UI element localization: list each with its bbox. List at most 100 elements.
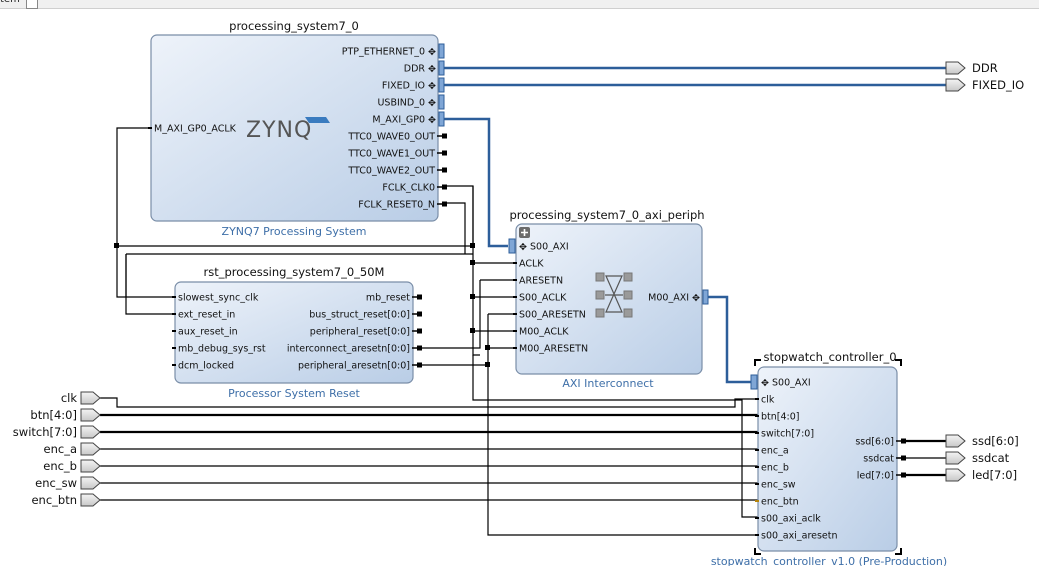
ps7-pin-m-axi-gp0[interactable]: ✥M_AXI_GP0 bbox=[372, 111, 445, 127]
reset-pin-peripheral-reset-0-0[interactable]: peripheral_reset[0:0] bbox=[310, 327, 422, 338]
pin-label: clk bbox=[761, 395, 775, 406]
stopwatch-pin-btn-4-0[interactable]: btn[4:0] bbox=[755, 412, 799, 423]
stopwatch-pin-s00-axi-aresetn[interactable]: s00_axi_aresetn bbox=[755, 531, 838, 542]
net-wires bbox=[100, 127, 758, 536]
stopwatch-pin-enc-b[interactable]: enc_b bbox=[755, 463, 789, 474]
bus-nets bbox=[432, 66, 946, 384]
input-port-enc-btn[interactable]: enc_btn bbox=[31, 493, 101, 507]
plus-icon[interactable]: ✥ bbox=[692, 293, 700, 304]
interconnect-body[interactable] bbox=[515, 223, 703, 375]
stopwatch-controller-block[interactable]: stopwatch_controller_0 stopwatch_control… bbox=[711, 350, 947, 566]
stopwatch-pin-switch-7-0[interactable]: switch[7:0] bbox=[755, 429, 814, 440]
interconnect-pin-m00-axi[interactable]: ✥M00_AXI bbox=[648, 289, 709, 305]
interconnect-pin-s00-aresetn[interactable]: S00_ARESETN bbox=[513, 310, 586, 321]
port-label: DDR bbox=[972, 61, 998, 75]
ps7-pin-fixed-io[interactable]: ✥FIXED_IO bbox=[382, 77, 445, 93]
stopwatch-pin-enc-sw[interactable]: enc_sw bbox=[755, 480, 796, 491]
pin-label: M_AXI_GP0_ACLK bbox=[154, 124, 237, 135]
ps7-pin-fclk-clk0[interactable]: FCLK_CLK0 bbox=[382, 183, 447, 194]
reset-pin-peripheral-aresetn-0-0[interactable]: peripheral_aresetn[0:0] bbox=[298, 361, 422, 372]
pin-label: ACLK bbox=[519, 259, 544, 270]
interconnect-pin-s00-axi[interactable]: ✥S00_AXI bbox=[508, 238, 569, 254]
output-port-ssdcat[interactable]: ssdcat bbox=[945, 451, 1010, 465]
ps7-pin-ptp-ethernet-0[interactable]: ✥PTP_ETHERNET_0 bbox=[342, 43, 445, 59]
stopwatch-pin-enc-a[interactable]: enc_a bbox=[755, 446, 789, 457]
interconnect-pin-aresetn[interactable]: ARESETN bbox=[513, 276, 563, 287]
input-port-switch-7-0[interactable]: switch[7:0] bbox=[13, 425, 101, 439]
ps7-pin-usbind-0[interactable]: ✥USBIND_0 bbox=[377, 94, 445, 110]
stopwatch-pin-ssd-6-0[interactable]: ssd[6:0] bbox=[855, 437, 906, 448]
reset-pin-slowest-sync-clk[interactable]: slowest_sync_clk bbox=[172, 293, 259, 304]
reset-pin-interconnect-aresetn-0-0[interactable]: interconnect_aresetn[0:0] bbox=[287, 344, 422, 355]
pin-label: ssdcat bbox=[863, 454, 894, 465]
reset-pin-bus-struct-reset-0-0[interactable]: bus_struct_reset[0:0] bbox=[309, 310, 422, 321]
interconnect-pin-aclk[interactable]: ACLK bbox=[513, 259, 544, 270]
plus-icon[interactable]: ✥ bbox=[428, 81, 436, 92]
output-port-fixed-io[interactable]: FIXED_IO bbox=[945, 78, 1024, 92]
stopwatch-pin-enc-btn[interactable]: enc_btn bbox=[755, 497, 799, 508]
input-port-enc-sw[interactable]: enc_sw bbox=[35, 476, 101, 490]
ps7-pin-ddr[interactable]: ✥DDR bbox=[404, 60, 445, 76]
plus-icon[interactable]: ✥ bbox=[761, 378, 769, 389]
expand-icon[interactable] bbox=[519, 227, 530, 238]
interconnect-pin-m00-aresetn[interactable]: M00_ARESETN bbox=[513, 344, 588, 355]
pin-label: btn[4:0] bbox=[761, 412, 799, 423]
processing-system7-block[interactable]: processing_system7_0 ZYNQ7 Processing Sy… bbox=[148, 19, 447, 238]
pin-label: switch[7:0] bbox=[761, 429, 814, 440]
interconnect-pin-m00-aclk[interactable]: M00_ACLK bbox=[513, 327, 569, 338]
ps7-pin-ttc0-wave0-out[interactable]: TTC0_WAVE0_OUT bbox=[347, 132, 447, 143]
plus-icon[interactable]: ✥ bbox=[519, 242, 527, 253]
external-output-ports: DDR FIXED_IO ssd[6:0] ssdcat led[7:0] bbox=[945, 61, 1024, 482]
stopwatch-pin-ssdcat[interactable]: ssdcat bbox=[863, 454, 906, 465]
output-port-led-7-0[interactable]: led[7:0] bbox=[945, 468, 1017, 482]
interconnect-right-pins: ✥M00_AXI bbox=[648, 289, 709, 305]
interconnect-pin-s00-aclk[interactable]: S00_ACLK bbox=[513, 293, 567, 304]
pin-label: S00_ARESETN bbox=[519, 310, 586, 321]
reset-pin-aux-reset-in[interactable]: aux_reset_in bbox=[172, 327, 238, 338]
plus-icon[interactable]: ✥ bbox=[428, 98, 436, 109]
port-label: ssd[6:0] bbox=[972, 434, 1019, 448]
net-junctions bbox=[114, 243, 490, 367]
plus-icon[interactable]: ✥ bbox=[428, 47, 436, 58]
pin-label: M_AXI_GP0 bbox=[372, 115, 425, 126]
reset-left-pins: slowest_sync_clk ext_reset_in aux_reset_in… bbox=[172, 293, 266, 372]
port-label: btn[4:0] bbox=[30, 408, 77, 422]
selection-brackets bbox=[754, 359, 902, 555]
stopwatch-pin-s00-axi[interactable]: ✥S00_AXI bbox=[750, 374, 811, 390]
ps7-pin-ttc0-wave2-out[interactable]: TTC0_WAVE2_OUT bbox=[347, 166, 447, 177]
plus-icon[interactable]: ✥ bbox=[428, 115, 436, 126]
pin-label: slowest_sync_clk bbox=[178, 293, 259, 304]
input-port-enc-b[interactable]: enc_b bbox=[43, 459, 101, 473]
pin-label: FCLK_RESET0_N bbox=[358, 200, 435, 211]
reset-right-pins: mb_reset bus_struct_reset[0:0] peripheral_… bbox=[287, 293, 422, 372]
input-port-btn-4-0[interactable]: btn[4:0] bbox=[30, 408, 101, 422]
ps7-pin-ttc0-wave1-out[interactable]: TTC0_WAVE1_OUT bbox=[347, 149, 447, 160]
pin-label: S00_AXI bbox=[530, 242, 569, 253]
ps7-instance-name: processing_system7_0 bbox=[229, 19, 359, 33]
port-label: led[7:0] bbox=[972, 468, 1017, 482]
pin-label: enc_a bbox=[761, 446, 789, 457]
processor-system-reset-block[interactable]: rst_processing_system7_0_50M Processor S… bbox=[172, 265, 422, 400]
stopwatch-pin-led-7-0[interactable]: led[7:0] bbox=[857, 471, 906, 482]
reset-pin-dcm-locked[interactable]: dcm_locked bbox=[172, 361, 234, 372]
tab-label[interactable]: tem bbox=[0, 0, 20, 5]
plus-icon[interactable]: ✥ bbox=[428, 64, 436, 75]
input-port-enc-a[interactable]: enc_a bbox=[44, 442, 101, 456]
output-port-ssd-6-0[interactable]: ssd[6:0] bbox=[945, 434, 1019, 448]
stopwatch-pin-s00-axi-aclk[interactable]: s00_axi_aclk bbox=[755, 514, 821, 525]
ps7-pin-m-axi-gp0-aclk[interactable]: M_AXI_GP0_ACLK bbox=[148, 124, 237, 135]
input-port-clk[interactable]: clk bbox=[61, 391, 101, 405]
pin-label: ARESETN bbox=[519, 276, 563, 287]
stopwatch-pin-clk[interactable]: clk bbox=[755, 395, 775, 406]
reset-pin-mb-reset[interactable]: mb_reset bbox=[366, 293, 422, 304]
reset-body[interactable] bbox=[174, 281, 414, 384]
output-port-ddr[interactable]: DDR bbox=[945, 61, 998, 75]
axi-interconnect-block[interactable]: processing_system7_0_axi_periph AXI Inte… bbox=[508, 208, 709, 390]
tab-close-box[interactable] bbox=[26, 0, 38, 9]
ps7-pin-fclk-reset0-n[interactable]: FCLK_RESET0_N bbox=[358, 200, 447, 211]
stopwatch-body[interactable] bbox=[757, 366, 898, 552]
reset-pin-mb-debug-sys-rst[interactable]: mb_debug_sys_rst bbox=[172, 344, 266, 355]
reset-pin-ext-reset-in[interactable]: ext_reset_in bbox=[172, 310, 235, 321]
pin-label: enc_sw bbox=[761, 480, 796, 491]
